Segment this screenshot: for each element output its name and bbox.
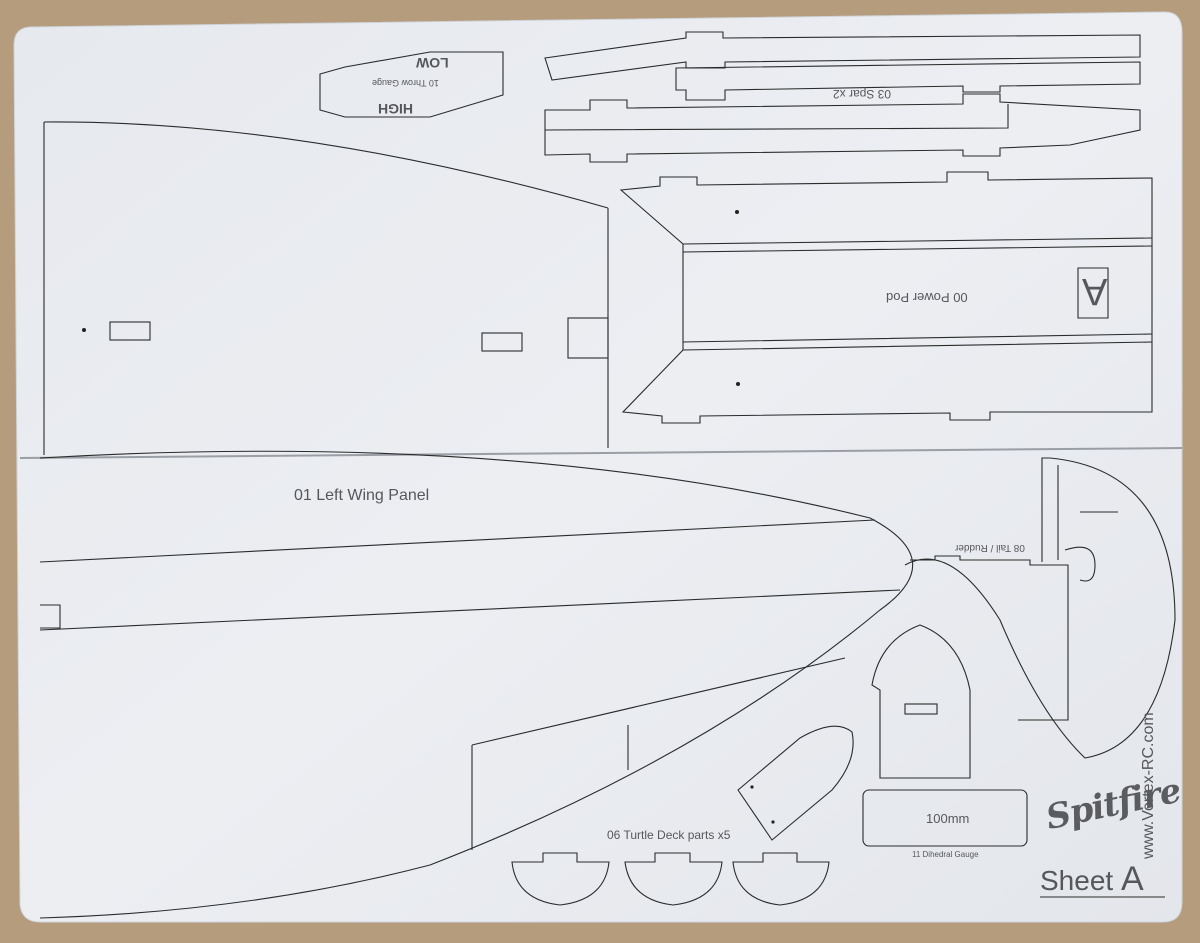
power-pod-outline [619,171,1153,424]
left-wing-spar-line-2 [39,589,901,631]
website-label: www.Vortex-RC.com [1140,712,1157,859]
left-wing-spar-line-1 [39,519,876,563]
power-pod-fold-bottom [682,333,1153,351]
tail-outline [904,457,1176,759]
spar-label: 03 Spar x2 [833,87,892,101]
cockpit-part [871,624,971,779]
sheet-seam [19,447,1183,459]
tail-rudder-label: 08 Tail / Rudder [955,542,1025,553]
spar-divider [544,104,1009,131]
tail-hinge-notch [1064,546,1096,582]
throw-gauge-outline [319,51,504,118]
sheet-label: Sheet A [1040,862,1144,896]
upper-wing-leading-edge [43,121,609,209]
throw-gauge-low-label: LOW [416,55,449,71]
upper-wing-slot-right [481,332,523,352]
power-pod-label: 00 Power Pod [886,290,968,305]
upper-wing-slot-left [109,321,151,341]
left-wing-label: 01 Left Wing Panel [294,487,430,504]
throw-gauge-high-label: HIGH [378,101,413,117]
sheet-body [13,11,1183,923]
power-pod-fold-top [682,237,1153,253]
spar-top-lower [675,61,1141,101]
sheet-letter: A [1120,860,1144,898]
turtle-deck-large [737,725,854,841]
cockpit-slot [904,703,938,715]
power-pod-mark: A [1082,270,1108,312]
turtle-deck-label: 06 Turtle Deck parts x5 [607,828,731,842]
spar-top [544,31,1141,81]
left-wing-aileron [471,657,846,850]
turtle-deck-small-3 [732,852,830,906]
turtle-deck-small-2 [624,852,723,906]
tail-rudder-hinge [910,555,1069,721]
power-pod-mark-box [1077,267,1109,319]
left-wing-root-tab [40,604,61,629]
pin-holes [82,210,775,824]
dihedral-gauge-outline [862,789,1028,847]
left-wing-outline [39,450,914,919]
throw-gauge-small-label: 10 Throw Gauge [372,78,439,88]
dihedral-gauge-label: 11 Dihedral Gauge [912,850,979,859]
dihedral-value-label: 100mm [926,811,970,826]
upper-wing-tab [567,317,609,359]
turtle-deck-small-1 [511,852,610,906]
sheet-prefix: Sheet [1040,865,1114,896]
spar-bottom [544,93,1141,163]
cut-lines [39,31,1176,919]
